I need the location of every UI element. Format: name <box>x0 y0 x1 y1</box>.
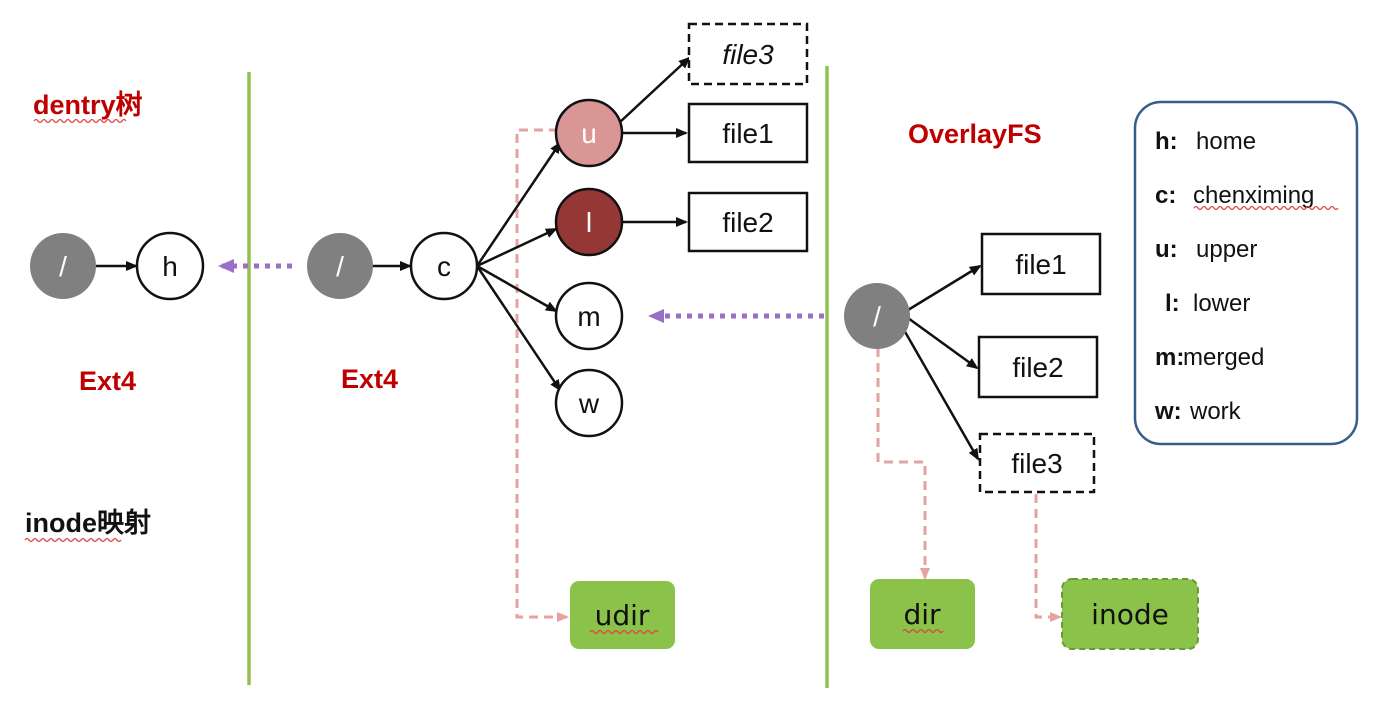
udir-box <box>570 581 675 649</box>
overlay-file3-label: file3 <box>1011 448 1062 479</box>
edge-c-l <box>476 227 558 268</box>
upper-udir-link <box>515 128 569 622</box>
legend-value: lower <box>1193 290 1250 317</box>
udir-underline <box>589 629 659 635</box>
node-lower-label: l <box>586 207 592 238</box>
edge-overlay-file2 <box>907 316 979 370</box>
legend-key: l: <box>1165 290 1180 317</box>
mid-file2-label: file2 <box>722 207 773 238</box>
legend-value: merged <box>1183 344 1264 371</box>
left-home-label: h <box>162 251 178 282</box>
edge-overlay-file3 <box>902 329 980 461</box>
node-upper-label: u <box>581 118 597 149</box>
dentry-underline <box>33 118 127 124</box>
legend-entries: h: home c: chenximing u: upper l: lower m:merged… <box>1154 128 1339 425</box>
file3-inode-link <box>1034 494 1062 622</box>
left-root-node <box>30 233 96 299</box>
overlayfs-label: OverlayFS <box>908 119 1042 149</box>
inode-box <box>1061 578 1199 650</box>
legend-value: chenximing <box>1193 182 1314 209</box>
legend-value: upper <box>1196 236 1257 263</box>
legend-key: w: <box>1154 398 1182 425</box>
dir-underline <box>902 628 944 634</box>
left-root-label: / <box>59 251 67 282</box>
mid-root-node <box>307 233 373 299</box>
dir-box <box>870 579 975 649</box>
overlay-file1-box <box>980 232 1102 296</box>
dir-label: dir <box>903 598 941 631</box>
mid-file1-box <box>687 102 809 164</box>
edge-c-m <box>476 264 558 313</box>
left-home-node <box>135 231 205 301</box>
legend-box <box>1133 100 1359 446</box>
ext4-mid-label: Ext4 <box>341 364 398 394</box>
edge-overlay-file1 <box>907 264 982 312</box>
overlay-file3-box <box>978 432 1096 494</box>
node-merged <box>554 281 624 351</box>
node-c <box>409 231 479 301</box>
node-upper <box>554 98 624 168</box>
legend-value: work <box>1189 398 1242 425</box>
legend-chenximing-underline <box>1193 205 1339 211</box>
edge-u-file3 <box>619 56 691 123</box>
mid-file2-box <box>687 191 809 253</box>
mid-root-label: / <box>336 251 344 282</box>
overlay-file2-label: file2 <box>1012 352 1063 383</box>
node-work <box>554 368 624 438</box>
legend-key: c: <box>1155 182 1176 209</box>
dentry-label: dentry树 <box>33 90 143 120</box>
overlay-root-label: / <box>873 301 881 332</box>
node-work-label: w <box>578 388 600 419</box>
legend-key: h: <box>1155 128 1178 155</box>
inode-label: inode <box>1091 598 1169 631</box>
overlay-root-node <box>844 283 910 349</box>
ext4-left-label: Ext4 <box>79 366 136 396</box>
legend-key: u: <box>1155 236 1178 263</box>
inode-underline <box>24 537 122 543</box>
inode-map-label: inode映射 <box>25 508 151 538</box>
edge-c-u <box>475 141 562 267</box>
overlay-file1-label: file1 <box>1015 249 1066 280</box>
udir-label: udir <box>595 599 650 632</box>
mid-file3-label: file3 <box>722 39 774 70</box>
edge-c-w <box>475 265 562 392</box>
node-c-label: c <box>437 251 451 282</box>
node-lower <box>554 187 624 257</box>
overlay-file2-box <box>977 335 1099 399</box>
root-dir-link <box>876 348 930 580</box>
node-merged-label: m <box>577 301 600 332</box>
legend-key: m: <box>1155 344 1184 371</box>
mid-file3-box <box>687 22 809 86</box>
mid-file1-label: file1 <box>722 118 773 149</box>
legend-value: home <box>1196 128 1256 155</box>
